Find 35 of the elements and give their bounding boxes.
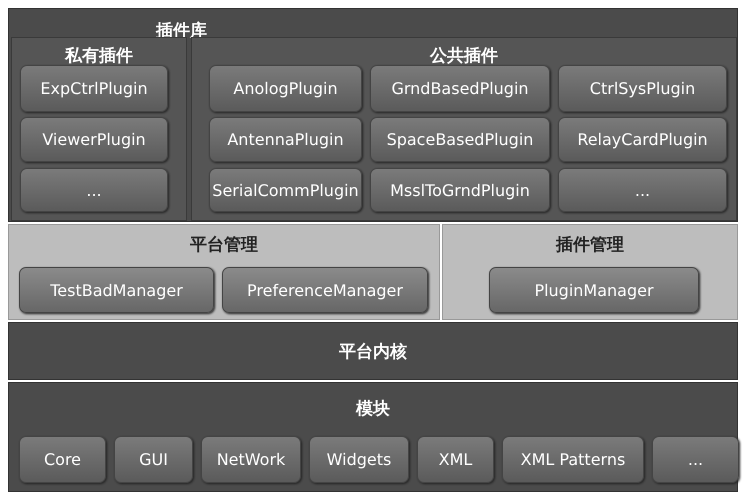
module-layer (8, 382, 738, 492)
plugin-box: ... (20, 168, 168, 212)
plugin-box: SpaceBasedPlugin (370, 117, 550, 162)
module-box: GUI (114, 436, 193, 483)
layer-title: 模块 (356, 398, 390, 420)
plugin-library-panel (8, 8, 738, 222)
platform-management-panel (8, 224, 440, 320)
module-box: XML (417, 436, 494, 483)
layer-title: 公共插件 (430, 45, 498, 67)
plugin-management-panel (442, 224, 738, 320)
layer-title: 私有插件 (65, 45, 133, 67)
manager-box: PreferenceManager (222, 267, 428, 313)
layer-title: 平台管理 (190, 234, 258, 256)
public-plugins-panel (191, 37, 737, 221)
layer-title: 插件管理 (556, 234, 624, 256)
module-box: ... (652, 436, 739, 483)
private-plugins-panel (11, 37, 187, 221)
plugin-box: MsslToGrndPlugin (370, 168, 550, 212)
module-box: Core (19, 436, 106, 483)
manager-box: TestBadManager (19, 267, 214, 313)
plugin-box: AntennaPlugin (209, 117, 362, 162)
layer-title: 平台内核 (339, 341, 407, 363)
module-box: Widgets (309, 436, 409, 483)
plugin-box: ExpCtrlPlugin (20, 65, 168, 112)
plugin-box: GrndBasedPlugin (370, 65, 550, 112)
plugin-box: AnologPlugin (209, 65, 362, 112)
module-box: XML Patterns (502, 436, 644, 483)
plugin-box: ... (558, 168, 727, 212)
plugin-box: SerialCommPlugin (209, 168, 362, 212)
plugin-box: ViewerPlugin (20, 117, 168, 162)
module-box: NetWork (201, 436, 301, 483)
platform-kernel-layer (8, 322, 738, 380)
manager-box: PluginManager (489, 267, 699, 313)
plugin-box: CtrlSysPlugin (558, 65, 727, 112)
plugin-box: RelayCardPlugin (558, 117, 727, 162)
